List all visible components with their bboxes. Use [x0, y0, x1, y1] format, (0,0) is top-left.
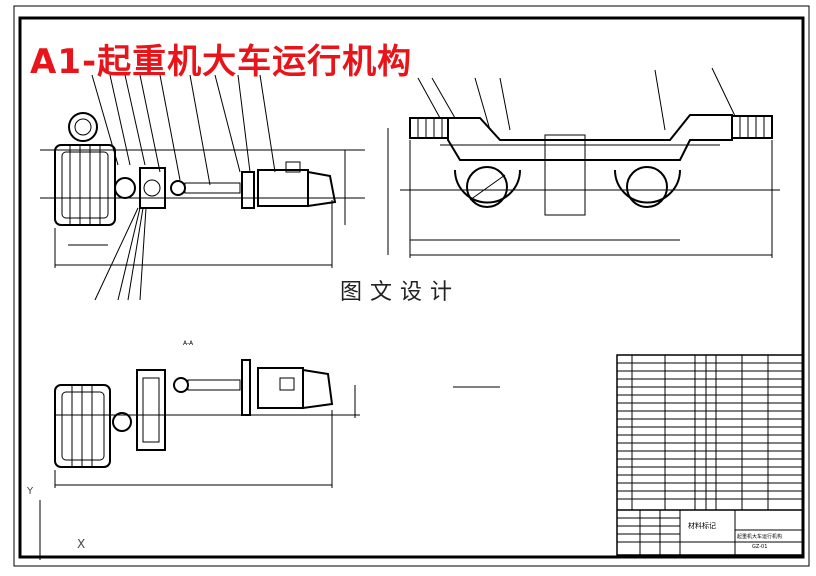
- front-view: [387, 67, 780, 258]
- x-axis-label: X: [77, 537, 86, 551]
- title-block: [616, 354, 804, 556]
- outer-frame: [13, 5, 810, 567]
- drawing-title: A1-起重机大车运行机构: [30, 42, 413, 82]
- material-label: 材料标记: [688, 522, 716, 530]
- y-axis-label: Y: [27, 486, 34, 497]
- inner-frame: [18, 16, 805, 559]
- drawing-name: 起重机大车运行机构: [737, 534, 783, 540]
- watermark-text: 图文设计: [340, 280, 461, 305]
- side-view: [40, 74, 365, 301]
- section-view: [39, 359, 360, 560]
- section-label: A-A: [183, 340, 194, 347]
- drawing-code: GZ-01: [752, 544, 768, 550]
